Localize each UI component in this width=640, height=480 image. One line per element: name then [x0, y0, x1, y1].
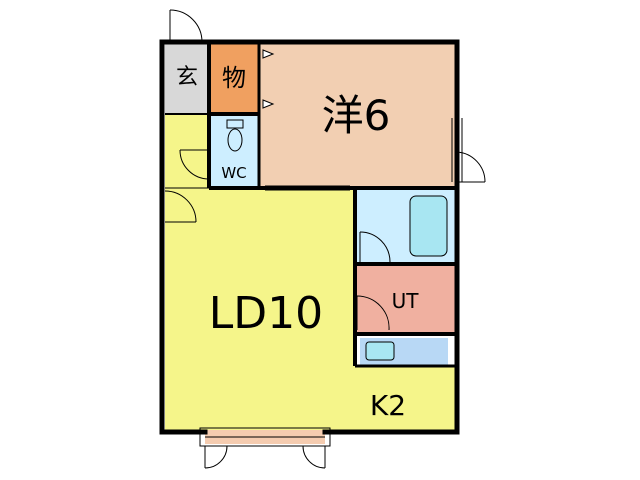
toilet-fixture	[226, 119, 244, 152]
living-room	[165, 186, 355, 430]
storage-door-markers	[262, 49, 275, 109]
genkan-area	[165, 44, 209, 114]
entrance-door	[169, 9, 203, 43]
sink	[365, 341, 395, 361]
western-window	[451, 118, 486, 183]
western-room-label: 洋6	[322, 91, 391, 140]
bathtub	[409, 195, 448, 257]
toilet-door	[179, 149, 210, 180]
living-door	[164, 190, 197, 223]
toilet-label: WC	[221, 164, 246, 182]
living-room-label: LD10	[209, 288, 323, 339]
utility-label: UT	[392, 289, 420, 313]
sliding-door	[265, 185, 350, 191]
storage-label: 物	[222, 64, 246, 92]
bathroom-door	[359, 231, 391, 263]
interior-walls	[165, 44, 457, 368]
kitchen-label: K2	[370, 389, 406, 422]
western-room	[259, 44, 455, 186]
balcony-window	[199, 427, 331, 469]
kitchen-area	[355, 366, 455, 430]
genkan-label: 玄	[176, 65, 198, 90]
utility-door	[356, 295, 390, 331]
storage-area	[209, 44, 259, 114]
